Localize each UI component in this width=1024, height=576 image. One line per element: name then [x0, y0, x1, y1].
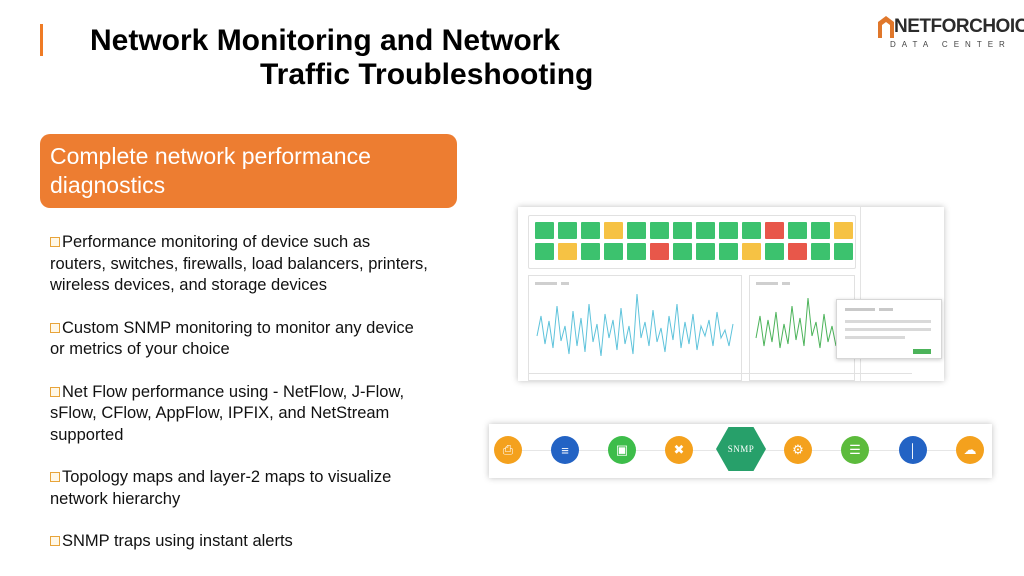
- feature-text: Custom SNMP monitoring to monitor any de…: [62, 318, 414, 337]
- status-square: [535, 243, 554, 260]
- checkbox-bullet-icon: [50, 322, 60, 333]
- dashboard-illustration: [518, 207, 944, 381]
- popup-placeholder: [845, 308, 875, 311]
- panel-header-placeholder: [782, 282, 790, 285]
- feature-item: SNMP traps using instant alerts: [50, 531, 480, 553]
- traffic-chart-panel: [528, 275, 742, 381]
- panel-header-placeholder: [756, 282, 778, 285]
- device-icon-strip: ⎙ ≡ ▣ ✖ SNMP ⚙ ☰ │ ☁: [489, 424, 992, 478]
- company-logo: NETFORCHOICE DATA CENTER: [878, 14, 1024, 54]
- cloud-icon: ☁: [956, 436, 984, 464]
- highlight-box: Complete network performance diagnostics: [40, 134, 457, 208]
- popup-placeholder: [845, 328, 931, 331]
- title-accent-bar: [40, 24, 43, 56]
- feature-text: sFlow, CFlow, AppFlow, IPFIX, and NetStr…: [50, 404, 390, 422]
- title-line-1: Network Monitoring and Network: [90, 24, 561, 57]
- feature-text: wireless devices, and storage devices: [50, 276, 327, 294]
- status-square: [558, 222, 577, 239]
- feature-item: Net Flow performance using - NetFlow, J-…: [50, 382, 480, 447]
- checkbox-bullet-icon: [50, 472, 60, 482]
- popup-placeholder: [845, 336, 905, 339]
- status-square: [765, 243, 784, 260]
- status-square: [788, 222, 807, 239]
- status-square: [742, 243, 761, 260]
- chip-icon: ⚙: [784, 436, 812, 464]
- traffic-sparkline: [536, 293, 734, 357]
- status-square: [696, 243, 715, 260]
- status-square: [719, 222, 738, 239]
- panel-header-placeholder: [561, 282, 569, 285]
- panel-header-placeholder: [535, 282, 557, 285]
- feature-item: Custom SNMP monitoring to monitor any de…: [50, 318, 480, 361]
- status-square: [535, 222, 554, 239]
- status-square: [650, 222, 669, 239]
- feature-text: SNMP traps using instant alerts: [62, 532, 293, 550]
- status-square: [788, 243, 807, 260]
- status-square: [581, 243, 600, 260]
- checkbox-bullet-icon: [50, 386, 60, 397]
- status-grid: [528, 215, 856, 269]
- status-square: [673, 243, 692, 260]
- checkbox-bullet-icon: [50, 536, 60, 546]
- status-square: [604, 243, 623, 260]
- thermometer-icon: │: [899, 436, 927, 464]
- feature-text: network hierarchy: [50, 489, 181, 508]
- dashboard-divider: [860, 207, 861, 381]
- camera-icon: ▣: [608, 436, 636, 464]
- router-icon: ≡: [551, 436, 579, 464]
- feature-list: Performance monitoring of device such as…: [50, 232, 480, 574]
- checkbox-bullet-icon: [50, 237, 60, 247]
- printer-icon: ⎙: [494, 436, 522, 464]
- title-line-2: Traffic Troubleshooting: [260, 58, 594, 91]
- logo-subtitle: DATA CENTER: [890, 40, 1011, 49]
- status-square: [627, 243, 646, 260]
- secondary-sparkline: [755, 297, 837, 349]
- snmp-hex-icon: SNMP: [716, 427, 766, 471]
- page-title: Network Monitoring and Network Traffic T…: [90, 24, 650, 92]
- detail-popup-card: [836, 299, 942, 359]
- status-square: [811, 243, 830, 260]
- status-square: [604, 222, 623, 239]
- status-square: [765, 222, 784, 239]
- feature-text: or metrics of your choice: [50, 340, 230, 358]
- logo-mark-icon: [878, 16, 894, 38]
- popup-placeholder: [879, 308, 893, 311]
- status-square: [811, 222, 830, 239]
- feature-text: Net Flow performance using - NetFlow, J-…: [62, 382, 405, 401]
- feature-text: supported: [50, 425, 124, 444]
- tools-icon: ✖: [665, 436, 693, 464]
- logo-brand: NETFORCHOICE: [894, 16, 1024, 37]
- status-square: [834, 243, 853, 260]
- feature-item: Topology maps and layer-2 maps to visual…: [50, 467, 480, 510]
- feature-text: routers, switches, firewalls, load balan…: [50, 254, 428, 273]
- status-square: [581, 222, 600, 239]
- popup-placeholder: [845, 320, 931, 323]
- status-square: [650, 243, 669, 260]
- feature-text: Performance monitoring of device such as: [62, 233, 371, 251]
- status-square: [558, 243, 577, 260]
- popup-action-placeholder: [913, 349, 931, 354]
- feature-text: Topology maps and layer-2 maps to visual…: [62, 468, 392, 486]
- status-square: [673, 222, 692, 239]
- dashboard-footer-line: [528, 373, 912, 374]
- highlight-line-1: Complete network performance: [50, 143, 371, 169]
- feature-item: Performance monitoring of device such as…: [50, 232, 480, 297]
- status-square: [719, 243, 738, 260]
- status-square: [742, 222, 761, 239]
- status-square: [834, 222, 853, 239]
- database-icon: ☰: [841, 436, 869, 464]
- highlight-line-2: diagnostics: [50, 172, 166, 198]
- status-square: [696, 222, 715, 239]
- status-square: [627, 222, 646, 239]
